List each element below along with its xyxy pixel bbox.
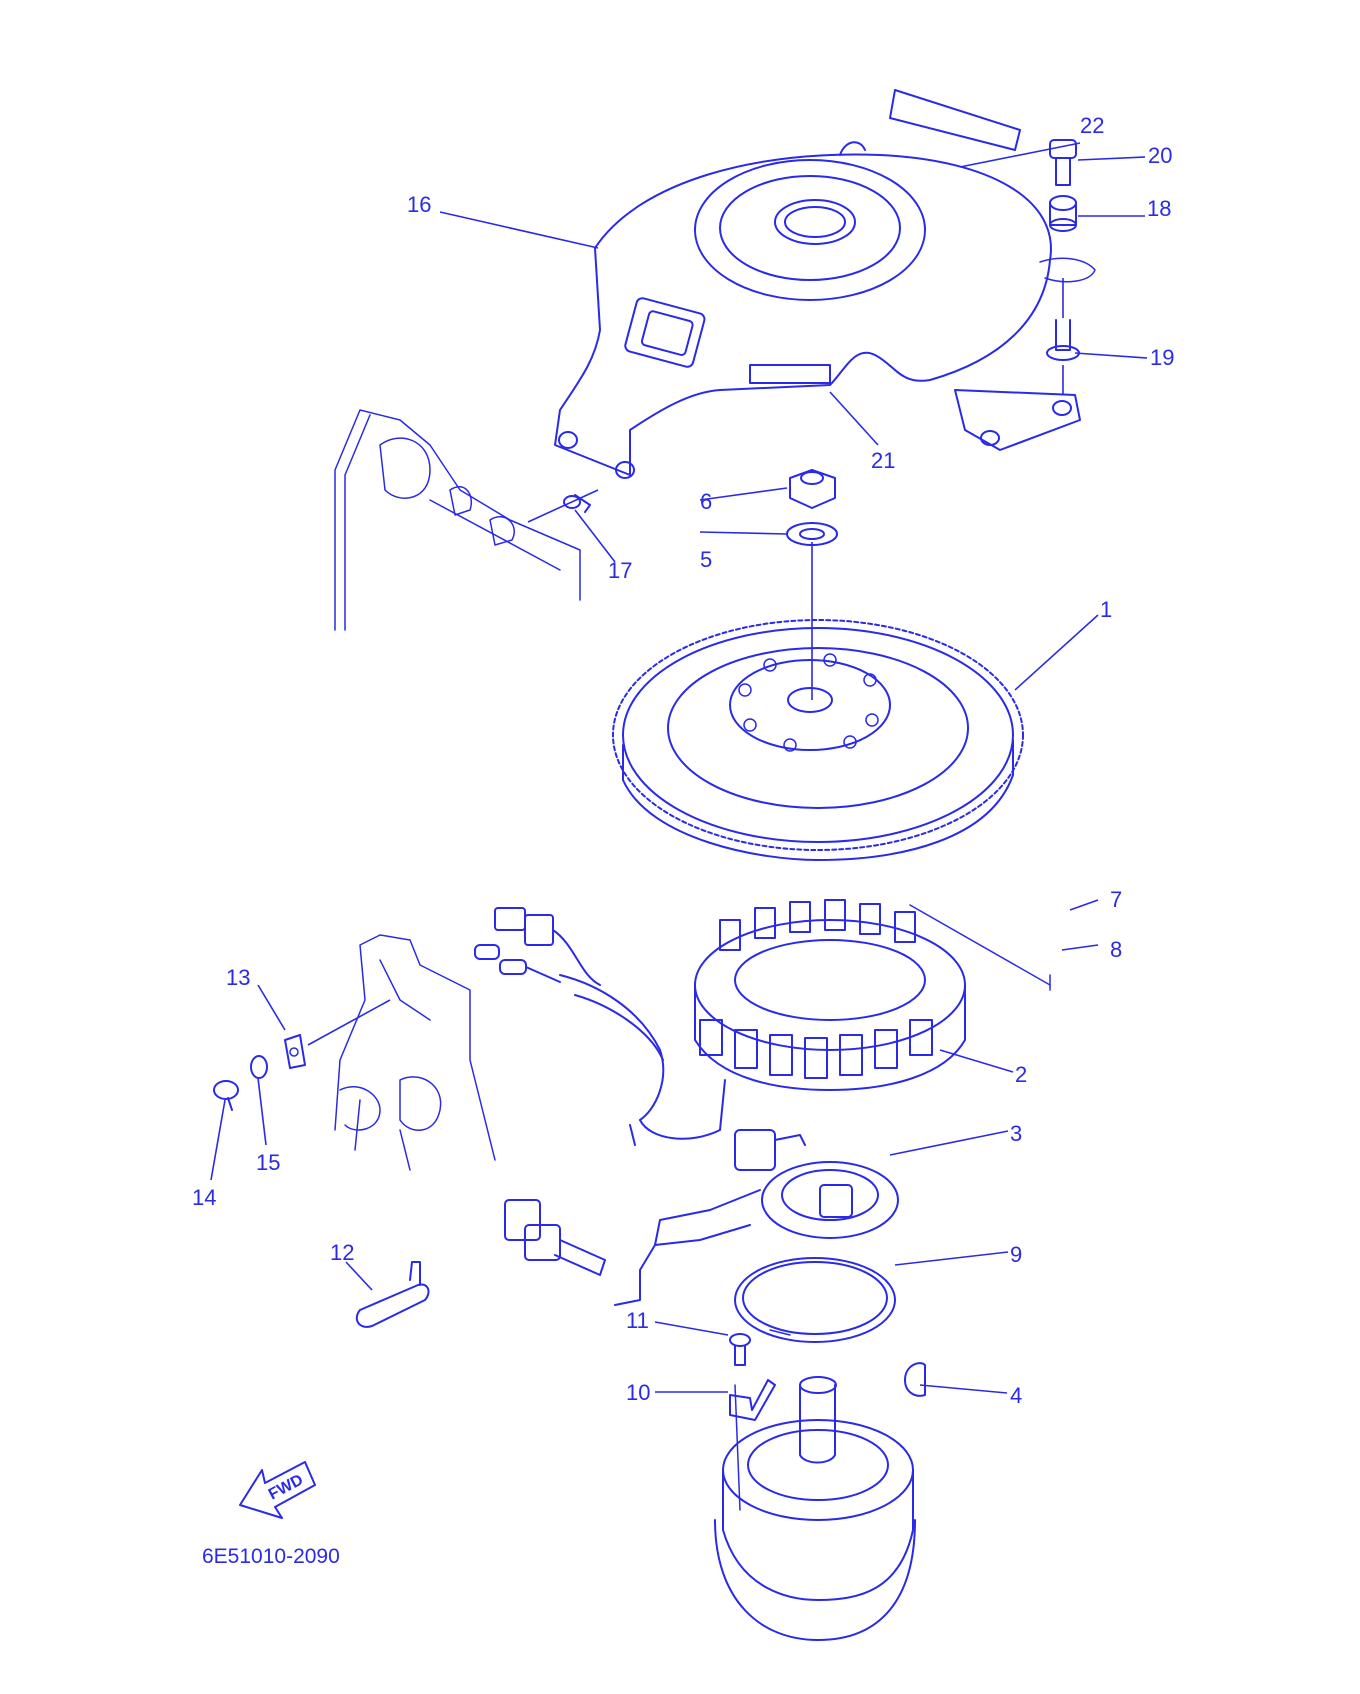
callout-leaders (210, 142, 1148, 1394)
nut-part-6 (789, 469, 836, 509)
callout-6: 6 (700, 489, 712, 514)
flywheel-cover-part-16 (554, 89, 1096, 479)
crankcase-base (714, 1376, 916, 1641)
callout-10: 10 (626, 1380, 650, 1405)
callout-7: 7 (1110, 887, 1122, 912)
part-code-label: 6E51010-2090 (202, 1545, 340, 1568)
key-part-4 (904, 1362, 926, 1397)
callout-5: 5 (700, 547, 712, 572)
callout-3: 3 (1010, 1121, 1022, 1146)
callout-8: 8 (1110, 937, 1122, 962)
ring-part-9 (734, 1257, 896, 1343)
pulser-coil-part-3 (504, 1129, 899, 1306)
callout-14: 14 (192, 1185, 216, 1210)
callout-4: 4 (1010, 1383, 1022, 1408)
callout-17: 17 (608, 558, 632, 583)
clamp-part-10 (729, 1379, 776, 1421)
callout-16: 16 (407, 192, 431, 217)
forward-direction-arrow: FWD (239, 1461, 316, 1519)
callout-22: 22 (1080, 113, 1104, 138)
callout-1: 1 (1100, 597, 1112, 622)
callout-13: 13 (226, 965, 250, 990)
stator-wire-harness (474, 907, 726, 1146)
callout-18: 18 (1147, 196, 1171, 221)
callout-19: 19 (1150, 345, 1174, 370)
flywheel-part-1 (612, 542, 1024, 861)
screw-part-11 (729, 1333, 751, 1366)
washer-part-5 (786, 522, 838, 546)
engine-bracket (334, 409, 581, 631)
callout-11: 11 (626, 1308, 649, 1333)
bolt-part-14 (213, 1080, 239, 1111)
grommet-part-17 (527, 489, 599, 523)
engine-casting (334, 934, 496, 1171)
collar-part-18 (1049, 195, 1077, 232)
fwd-label: FWD (266, 1471, 306, 1503)
callout-15: 15 (256, 1150, 280, 1175)
stator-part-2 (694, 899, 1051, 1091)
callout-21: 21 (871, 448, 895, 473)
callout-12: 12 (330, 1240, 354, 1265)
bushing-part-19 (1046, 278, 1080, 395)
callout-9: 9 (1010, 1242, 1022, 1267)
plate-part-12 (355, 1261, 430, 1328)
callout-20: 20 (1148, 143, 1172, 168)
washer-part-15 (250, 1055, 268, 1079)
callout-numbers: 1 2 3 4 5 6 7 8 9 10 11 12 13 14 15 16 1… (192, 113, 1174, 1408)
callout-2: 2 (1015, 1062, 1027, 1087)
bracket-part-13 (284, 999, 391, 1069)
